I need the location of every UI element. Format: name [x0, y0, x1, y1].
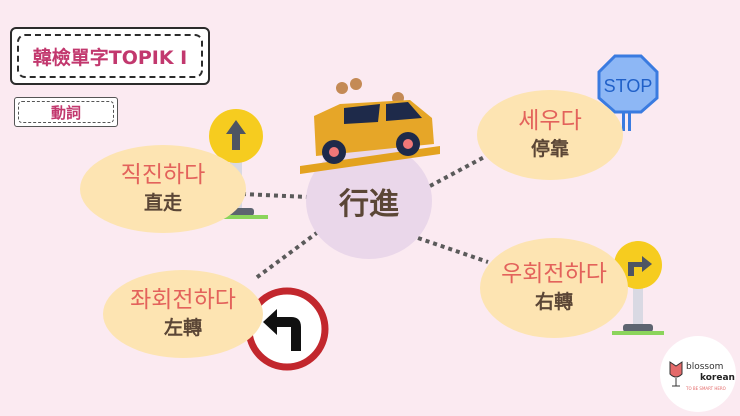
- blossom-korean-logo: blossom korean TO BE SMART HERO: [660, 336, 736, 412]
- stop-sign-icon: STOP: [597, 54, 659, 131]
- word-bubble-stop: 세우다 停靠: [477, 90, 623, 180]
- word-korean: 세우다: [518, 107, 582, 134]
- logo-line1: blossom: [686, 362, 724, 372]
- word-korean: 우회전하다: [501, 260, 607, 287]
- logo-tagline: TO BE SMART HERO: [686, 386, 726, 391]
- word-hanja: 停靠: [530, 137, 569, 160]
- word-bubble-turn-right: 우회전하다 右轉: [480, 238, 628, 338]
- word-bubble-go-straight: 직진하다 直走: [80, 145, 246, 233]
- word-korean: 직진하다: [120, 161, 206, 188]
- stop-sign-text: STOP: [604, 76, 653, 96]
- word-korean: 좌회전하다: [130, 286, 236, 313]
- page-title: 韓檢單字TOPIK I: [17, 34, 203, 78]
- word-hanja: 直走: [143, 191, 182, 214]
- category-tag: 動詞: [14, 97, 118, 127]
- logo-line2: korean: [700, 373, 735, 383]
- car-illustration-icon: [300, 78, 440, 174]
- word-bubble-turn-left: 좌회전하다 左轉: [103, 270, 263, 358]
- word-hanja: 左轉: [163, 316, 202, 339]
- word-hanja: 右轉: [534, 290, 573, 313]
- category-label: 動詞: [18, 101, 114, 123]
- microphone-icon: [669, 361, 683, 387]
- title-box: 韓檢單字TOPIK I: [10, 27, 210, 85]
